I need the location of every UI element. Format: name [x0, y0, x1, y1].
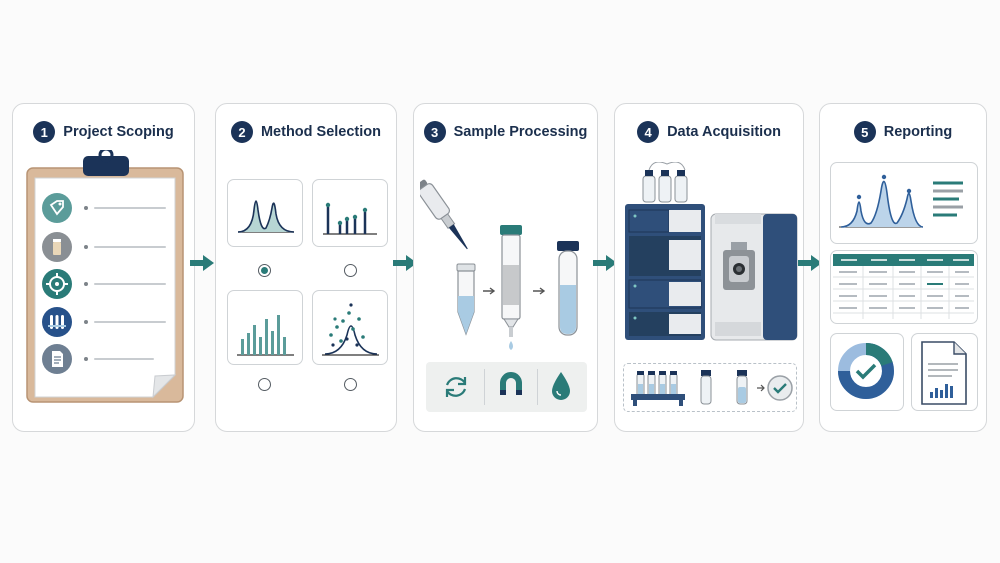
method-option-card-bar-peaks[interactable]	[227, 290, 303, 365]
method-option-card-spectrum[interactable]	[312, 179, 388, 247]
flow-arrow-icon	[798, 255, 822, 271]
peak-chart-icon	[839, 174, 963, 228]
step-panel-reporting: 5 Reporting	[819, 103, 987, 432]
vial-icon	[42, 232, 72, 262]
centrifuge-tube-icon	[456, 263, 476, 336]
step-title: Method Selection	[260, 124, 382, 140]
step-number-badge: 4	[637, 121, 660, 143]
flow-arrow-icon	[190, 255, 214, 271]
flow-arrow-icon	[593, 255, 617, 271]
small-arrow-icon	[483, 287, 496, 295]
magnet-icon	[500, 372, 522, 395]
check-circle-icon	[767, 375, 793, 401]
vial-rack-icon	[631, 371, 685, 406]
checklist-bullet	[84, 206, 88, 210]
test-tubes-icon	[42, 307, 72, 337]
checklist-bullet	[84, 245, 88, 249]
report-donut-card	[830, 333, 904, 411]
filter-column-icon	[500, 225, 522, 350]
tool-divider	[537, 369, 538, 405]
data-table-icon	[833, 254, 974, 319]
single-vial-icon	[700, 370, 712, 405]
sample-vial-icon	[557, 241, 579, 336]
lc-ms-instrument-icon	[625, 162, 798, 341]
document-icon	[42, 344, 72, 374]
donut-check-icon	[838, 342, 894, 399]
method-option-card-distribution[interactable]	[312, 290, 388, 365]
step-title: Reporting	[883, 124, 953, 140]
distribution-icon	[322, 303, 379, 356]
tool-divider	[484, 369, 485, 405]
report-table-card	[830, 250, 978, 324]
step-title: Sample Processing	[453, 124, 588, 140]
report-document-card	[911, 333, 978, 411]
method-radio-2[interactable]	[344, 264, 357, 277]
checklist-line	[94, 358, 154, 360]
bar-peaks-icon	[237, 315, 294, 356]
step-header: 5 Reporting	[820, 121, 986, 143]
step-number-badge: 1	[33, 121, 56, 143]
checklist-line	[94, 246, 166, 248]
spectrum-icon	[323, 202, 377, 235]
small-arrow-icon	[757, 384, 765, 392]
step-title: Data Acquisition	[667, 124, 781, 140]
target-icon	[42, 269, 72, 299]
checklist-bullet	[84, 357, 88, 361]
tag-icon	[42, 193, 72, 223]
acquisition-status-bar	[623, 363, 797, 412]
filled-vial-icon	[736, 370, 748, 405]
step-number-badge: 5	[853, 121, 876, 143]
step-panel-project-scoping: 1 Project Scoping	[12, 103, 195, 432]
checklist-line	[94, 207, 166, 209]
checklist-bullet	[84, 320, 88, 324]
step-title: Project Scoping	[63, 124, 174, 140]
method-option-card-chromatogram[interactable]	[227, 179, 303, 247]
step-panel-sample-processing: 3 Sample Processing	[413, 103, 598, 432]
checklist-bullet	[84, 282, 88, 286]
step-number-badge: 3	[423, 121, 446, 143]
clipboard-icon	[25, 150, 185, 406]
report-document-icon	[921, 341, 967, 405]
step-header: 1 Project Scoping	[13, 121, 194, 143]
step-header: 2 Method Selection	[216, 121, 396, 143]
checklist-line	[94, 283, 166, 285]
flow-arrow-icon	[393, 255, 417, 271]
step-panel-data-acquisition: 4 Data Acquisition	[614, 103, 804, 432]
checklist-line	[94, 321, 166, 323]
droplet-icon	[552, 372, 570, 400]
small-arrow-icon	[533, 287, 546, 295]
step-panel-method-selection: 2 Method Selection	[215, 103, 397, 432]
chromatogram-icon	[237, 200, 295, 233]
step-header: 4 Data Acquisition	[615, 121, 803, 143]
method-radio-3[interactable]	[258, 378, 271, 391]
method-radio-4[interactable]	[344, 378, 357, 391]
step-number-badge: 2	[230, 121, 253, 143]
report-chart-card	[830, 162, 978, 244]
pipette-icon	[420, 179, 468, 250]
recycle-icon	[445, 377, 467, 397]
step-header: 3 Sample Processing	[414, 121, 597, 143]
method-radio-1[interactable]	[258, 264, 271, 277]
